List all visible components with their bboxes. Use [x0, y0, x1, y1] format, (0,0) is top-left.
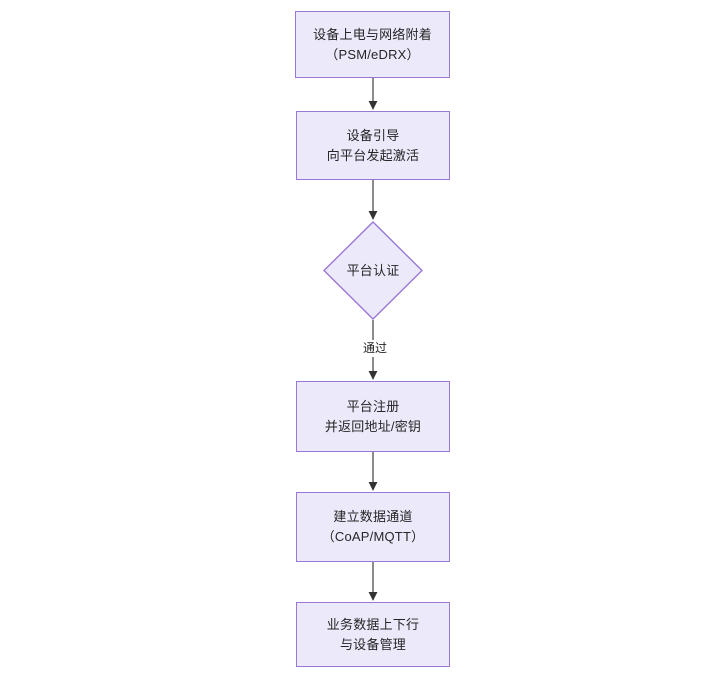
node-label-line-1: 平台认证: [346, 262, 400, 278]
edge-label-pass: 通过: [352, 340, 398, 357]
node-label-line-1: 建立数据通道: [333, 509, 413, 524]
node-label-line-1: 设备引导: [346, 127, 400, 143]
node-device-bootstrap[interactable]: 设备引导 向平台发起激活: [296, 111, 450, 180]
node-label-line-2: （PSM/eDRX）: [325, 46, 420, 62]
node-platform-authentication[interactable]: 平台认证: [323, 221, 423, 320]
node-label-line-2: 与设备管理: [339, 636, 406, 652]
node-label-line-1: 平台注册: [346, 398, 400, 414]
node-label-line-2: 并返回地址/密钥: [324, 418, 422, 434]
node-label-line-1: 业务数据上下行: [326, 616, 420, 632]
edge-label-text: 通过: [362, 341, 387, 355]
node-business-data-and-device-management[interactable]: 业务数据上下行 与设备管理: [296, 602, 450, 667]
node-platform-registration[interactable]: 平台注册 并返回地址/密钥: [296, 381, 450, 452]
diamond-shape-icon: [323, 221, 423, 320]
node-label-line-2: 向平台发起激活: [326, 147, 420, 163]
node-label-line-2: （CoAP/MQTT）: [321, 529, 425, 544]
node-label-line-1: 设备上电与网络附着: [313, 26, 432, 42]
node-establish-data-channel[interactable]: 建立数据通道 （CoAP/MQTT）: [296, 492, 450, 562]
node-device-power-on[interactable]: 设备上电与网络附着 （PSM/eDRX）: [295, 11, 450, 78]
